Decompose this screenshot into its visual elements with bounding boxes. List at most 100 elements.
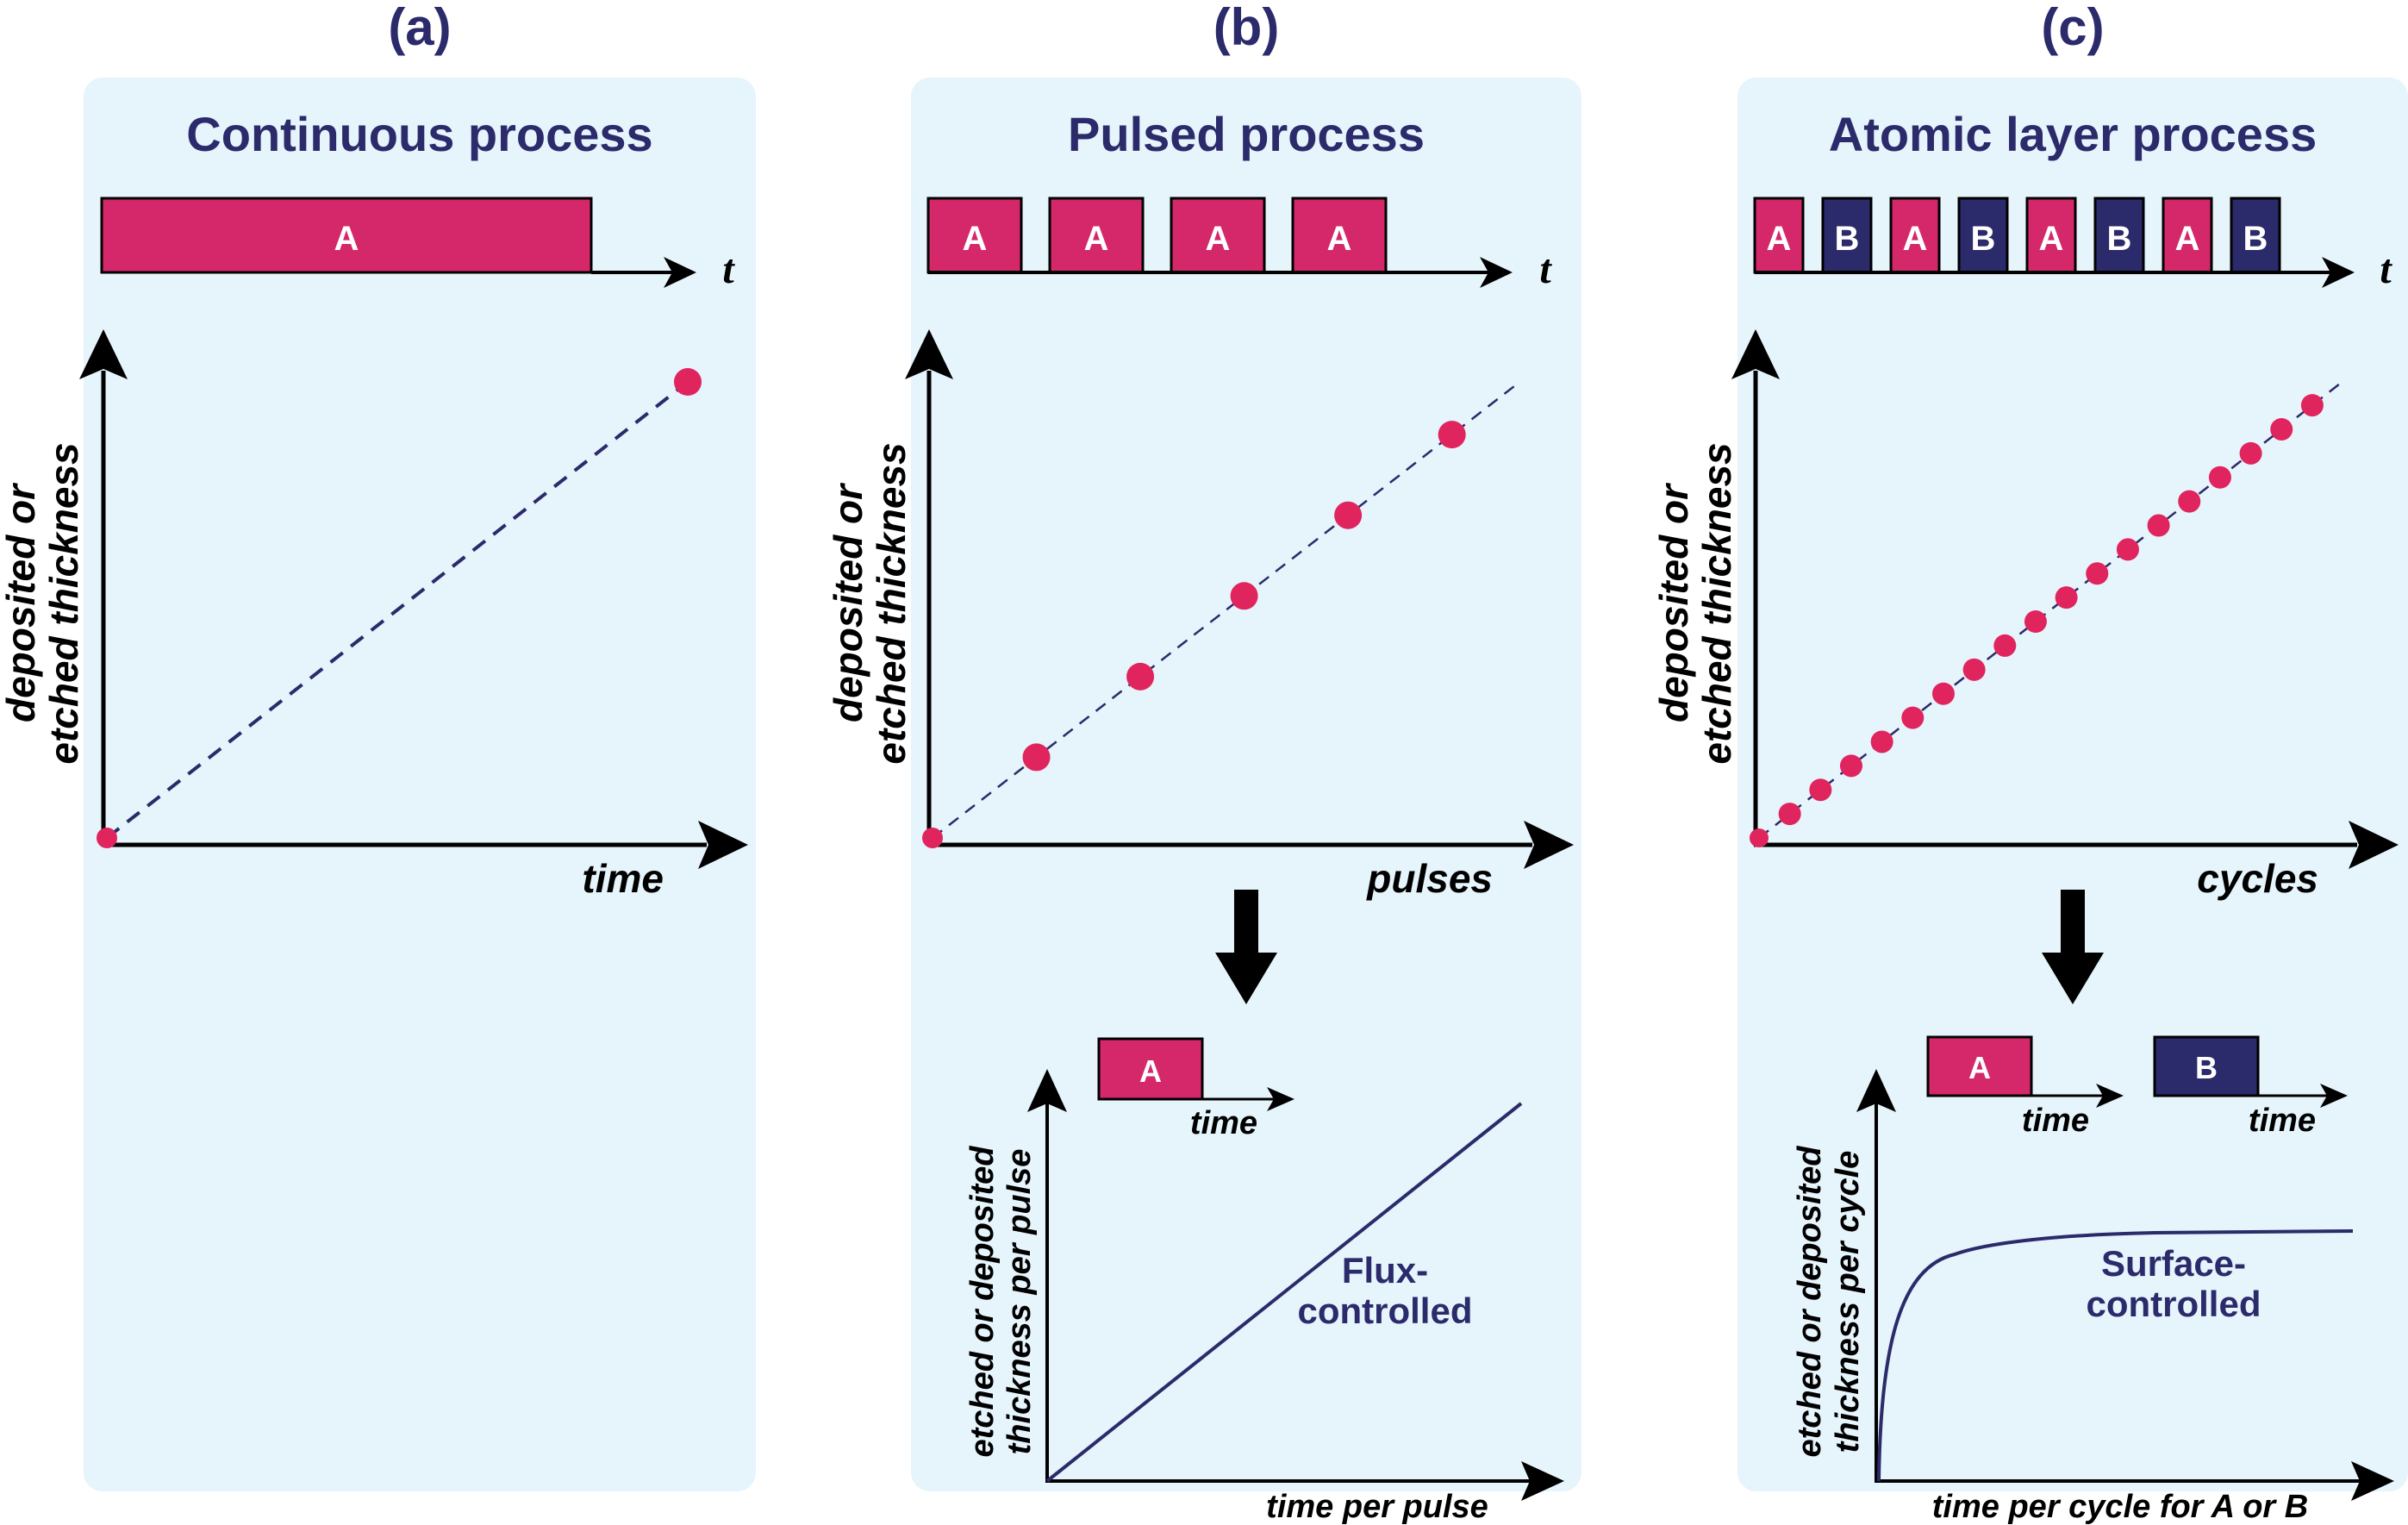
scatter-points (922, 421, 1466, 848)
data-point-origin (1750, 828, 1769, 847)
panel-b-chart: pulses deposited or etched thickness (826, 329, 1574, 901)
data-point (2147, 514, 2170, 537)
pulse-axis-arrowhead (1480, 257, 1513, 288)
pulse-axis-arrowhead (2322, 257, 2355, 288)
pulse-a-box-label: A (2175, 220, 2200, 258)
trend-line (105, 380, 689, 840)
sub-y-axis-label-line1: etched or deposited (1792, 1146, 1828, 1458)
sub-pulse-axis-arrowhead (1267, 1087, 1294, 1111)
flux-controlled-label-line2: controlled (1297, 1291, 1472, 1331)
pulse-a-box (2162, 197, 2213, 274)
flux-controlled-label-line1: Flux- (1342, 1250, 1428, 1291)
y-axis-arrowhead (1731, 329, 1780, 379)
panel-b: (b) Pulsed process A A A A t pulses depo… (826, 0, 1581, 1525)
pulse-b-box (1957, 197, 2009, 274)
pulse-axis-label: t (1539, 247, 1552, 292)
data-point-start (97, 828, 117, 848)
down-arrow (2042, 890, 2104, 1004)
panel-b-title: Pulsed process (1068, 107, 1425, 161)
data-point (2300, 394, 2324, 417)
data-point (1230, 582, 1258, 610)
data-point (2024, 610, 2047, 634)
data-point (2208, 466, 2231, 489)
pulse-a-box-3 (1170, 197, 1266, 274)
pulse-a-box-1-label: A (963, 220, 988, 258)
surface-controlled-label-line1: Surface- (2101, 1243, 2246, 1284)
panel-b-pulse-timeline: A A A A t (926, 197, 1552, 292)
x-axis-arrowhead (698, 821, 748, 869)
pulse-axis-label: t (722, 247, 735, 292)
panel-b-background (911, 78, 1581, 1491)
pulse-a-box (1753, 197, 1805, 274)
surface-controlled-label-line2: controlled (2086, 1284, 2261, 1324)
sub-y-axis-arrowhead (1856, 1069, 1896, 1112)
y-axis-label-line1: deposited or (0, 483, 43, 722)
data-point (2055, 586, 2078, 609)
sub-pulse-b-label: B (2195, 1050, 2218, 1085)
data-point (1993, 634, 2017, 657)
pulse-b-box (1821, 197, 1873, 274)
surface-controlled-curve (1877, 1229, 2354, 1482)
data-point (1870, 730, 1893, 753)
pulse-b-box-label: B (1971, 220, 1996, 258)
flux-controlled-curve (1045, 1102, 1523, 1483)
pulse-axis-arrowhead (664, 257, 696, 288)
y-axis-label-line2: etched thickness (41, 442, 86, 764)
pulse-a-box (1889, 197, 1941, 274)
down-arrow (1215, 890, 1277, 1004)
x-axis-arrowhead (1524, 821, 1574, 869)
sub-pulse-b-box (2153, 1035, 2260, 1097)
data-point (1809, 778, 1832, 802)
panel-c-background (1737, 78, 2408, 1491)
pulse-b-box-label: B (1835, 220, 1860, 258)
panel-c-title: Atomic layer process (1829, 107, 2317, 161)
sub-x-axis-label: time per cycle for A or B (1932, 1489, 2308, 1525)
x-axis-label: cycles (2197, 856, 2318, 901)
pulse-b-box (2230, 197, 2281, 274)
pulse-a-box-label: A (334, 220, 359, 258)
pulse-b-box-label: B (2107, 220, 2132, 258)
data-point (1962, 658, 1986, 681)
y-axis-label-line1: deposited or (1651, 483, 1696, 722)
y-axis-arrowhead (79, 329, 128, 379)
panel-c-label: (c) (2041, 0, 2104, 56)
pulse-a-box-2-label: A (1084, 220, 1109, 258)
sub-pulse-axis-label: time (1190, 1105, 1257, 1141)
data-point (1839, 754, 1862, 778)
sub-y-axis-arrowhead (1027, 1069, 1067, 1112)
panel-c-subchart: A time B time Surface- controlled time p… (1792, 1035, 2394, 1525)
data-point (2178, 490, 2201, 513)
data-point (2270, 417, 2293, 441)
y-axis-label-line1: deposited or (826, 483, 870, 722)
data-point-origin (922, 828, 943, 848)
sub-x-axis-arrowhead (1521, 1461, 1564, 1501)
data-point (2116, 538, 2139, 561)
pulse-b-box-label: B (2243, 220, 2268, 258)
pulse-a-box-label: A (2039, 220, 2064, 258)
panel-a-pulse-timeline: A t (100, 197, 735, 292)
pulse-a-box-3-label: A (1206, 220, 1231, 258)
sub-pulse-b-axis-arrowhead (2320, 1084, 2348, 1108)
pulse-b-box (2093, 197, 2145, 274)
data-point-end (674, 368, 702, 396)
data-point (1334, 501, 1363, 529)
sub-pulse-b-axis-label: time (2249, 1103, 2316, 1139)
y-axis-arrowhead (905, 329, 953, 379)
pulse-a-box-label: A (1767, 220, 1792, 258)
pulse-a-box (100, 197, 593, 274)
sub-y-axis-label-line2: thickness per pulse (1001, 1149, 1038, 1455)
pulse-a-box-label: A (1903, 220, 1928, 258)
data-point (1931, 682, 1955, 705)
sub-x-axis-arrowhead (2351, 1461, 2394, 1501)
panel-a-title: Continuous process (186, 107, 652, 161)
panel-a-background (84, 78, 756, 1491)
y-axis-label-line2: etched thickness (869, 442, 914, 764)
x-axis-label: time (582, 856, 664, 901)
sub-pulse-a-label: A (1139, 1053, 1162, 1089)
sub-x-axis-label: time per pulse (1266, 1489, 1488, 1525)
panel-a: (a) Continuous process A t time deposite… (0, 0, 756, 1491)
panel-b-subchart: A time Flux- controlled time per pulse e… (964, 1037, 1564, 1525)
x-axis-arrowhead (2349, 821, 2399, 869)
panel-b-label: (b) (1213, 0, 1280, 56)
